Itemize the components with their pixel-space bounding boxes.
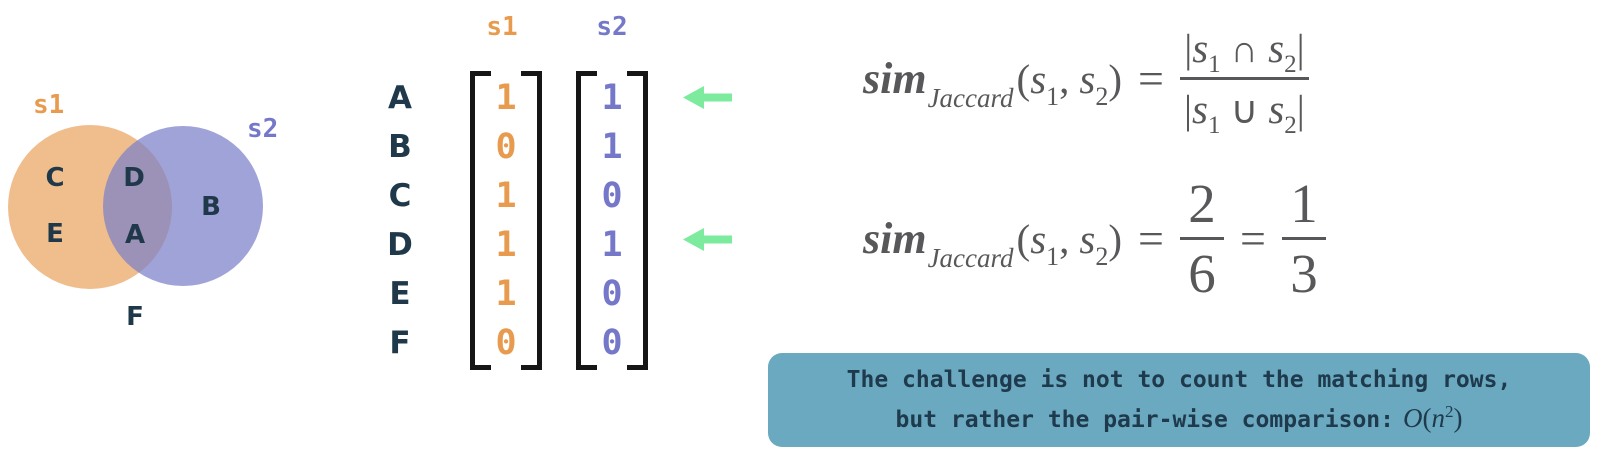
bracket-left-icon xyxy=(470,71,491,370)
venn-diagram xyxy=(8,125,263,289)
fraction-numerator: 2 xyxy=(1188,172,1216,234)
venn-element-c: C xyxy=(45,163,65,193)
fraction-one-third: 1 3 xyxy=(1281,172,1326,304)
big-o-var: n xyxy=(1431,403,1446,433)
comma: , xyxy=(1059,215,1070,262)
venn-s2-label: s2 xyxy=(247,114,279,144)
abs-bar: | xyxy=(1296,86,1305,132)
var-s1-subscript: 1 xyxy=(1208,50,1221,78)
fraction-denominator: 6 xyxy=(1188,242,1216,304)
matrix-row-label: C xyxy=(388,177,412,214)
venn-s1-label: s1 xyxy=(33,90,65,120)
var-s2: s xyxy=(1079,55,1096,102)
challenge-note-box: The challenge is not to count the matchi… xyxy=(768,353,1590,447)
matrix-cell: 1 xyxy=(601,77,623,118)
matrix-row-label: D xyxy=(387,226,413,263)
matrix-cell: 0 xyxy=(495,323,517,364)
note-line-2: but rather the pair-wise comparison: O(n2… xyxy=(768,396,1590,436)
union-operator: ∪ xyxy=(1230,89,1259,132)
venn-element-e: E xyxy=(46,219,64,249)
matrix-header-s2: s2 xyxy=(596,12,628,42)
venn-element-a: A xyxy=(124,220,146,250)
matrix-row-label: F xyxy=(389,324,411,361)
var-s1: s xyxy=(1030,215,1047,262)
matrix-row-label: E xyxy=(389,275,411,312)
paren: ( xyxy=(1016,215,1031,262)
venn-element-d: D xyxy=(123,163,145,193)
matrix-cell: 1 xyxy=(601,225,623,266)
venn-circle-s2 xyxy=(103,126,263,286)
abs-bar: | xyxy=(1296,25,1305,71)
fraction-numerator: 1 xyxy=(1290,172,1318,234)
matrix-row-label: A xyxy=(388,79,412,116)
big-o-func: O xyxy=(1403,403,1423,433)
formula-func-name: sim xyxy=(863,213,927,263)
paren: ( xyxy=(1422,403,1432,433)
var-s2-subscript: 2 xyxy=(1284,50,1297,78)
matrix-cell: 0 xyxy=(495,126,517,167)
matrix-cell: 0 xyxy=(601,274,623,315)
bracket-right-icon xyxy=(521,71,542,370)
matrix-cell: 0 xyxy=(601,323,623,364)
matrix-cell: 1 xyxy=(495,175,517,216)
var-s2-subscript: 2 xyxy=(1095,241,1109,271)
matrix-cell: 1 xyxy=(495,77,517,118)
paren: ) xyxy=(1108,215,1123,262)
matrix-cell: 1 xyxy=(495,225,517,266)
var-s2-subscript: 2 xyxy=(1095,81,1109,111)
match-arrow-icon xyxy=(683,86,732,109)
var-s1: s xyxy=(1192,24,1209,71)
note-line-2-text: but rather the pair-wise comparison: xyxy=(895,407,1395,433)
matrix-header-s1: s1 xyxy=(486,12,518,42)
formula-func-subscript: Jaccard xyxy=(927,82,1014,113)
note-line-1: The challenge is not to count the matchi… xyxy=(846,367,1512,393)
jaccard-example-formula: simJaccard(s1,s2) = 2 6 = 1 3 xyxy=(863,172,1326,304)
fraction-bar xyxy=(1180,236,1224,240)
comma: , xyxy=(1059,55,1070,102)
var-s1-subscript: 1 xyxy=(1046,81,1060,111)
equals-sign: = xyxy=(1138,52,1164,104)
abs-bar: | xyxy=(1184,25,1193,71)
match-arrow-icon xyxy=(683,228,732,251)
fraction-bar xyxy=(1180,76,1309,80)
matrix-column-s1: 1 0 1 1 1 0 xyxy=(470,71,542,370)
var-s1-subscript: 1 xyxy=(1046,241,1060,271)
bracket-left-icon xyxy=(576,71,597,370)
fraction-denominator: 3 xyxy=(1290,242,1318,304)
matrix-row-label: B xyxy=(388,128,412,165)
var-s1: s xyxy=(1030,55,1047,102)
matrix-cell: 0 xyxy=(601,175,623,216)
formula-func-name: sim xyxy=(863,53,927,103)
var-s2-subscript: 2 xyxy=(1284,111,1297,139)
fraction-bar xyxy=(1281,236,1326,240)
big-o-notation: O(n2) xyxy=(1403,402,1463,433)
intersection-operator: ∩ xyxy=(1230,28,1259,71)
var-s2: s xyxy=(1079,215,1096,262)
fraction-two-sixths: 2 6 xyxy=(1180,176,1224,301)
abs-bar: | xyxy=(1184,86,1193,132)
bracket-right-icon xyxy=(627,71,648,370)
paren: ) xyxy=(1108,55,1123,102)
paren: ( xyxy=(1016,55,1031,102)
formula-func-subscript: Jaccard xyxy=(927,242,1014,273)
matrix-cell: 1 xyxy=(601,126,623,167)
equals-sign: = xyxy=(1138,212,1164,264)
var-s1-subscript: 1 xyxy=(1207,111,1221,139)
equals-sign: = xyxy=(1240,212,1266,264)
venn-element-f: F xyxy=(126,302,144,332)
var-s2: s xyxy=(1268,85,1285,132)
venn-element-b: B xyxy=(201,192,221,222)
var-s1: s xyxy=(1192,85,1208,132)
paren: ) xyxy=(1453,403,1463,433)
matrix-cell: 1 xyxy=(495,274,517,315)
var-s2: s xyxy=(1268,24,1285,71)
matrix-column-s2: 1 1 0 1 0 0 xyxy=(576,71,648,370)
big-o-exponent: 2 xyxy=(1445,402,1454,421)
